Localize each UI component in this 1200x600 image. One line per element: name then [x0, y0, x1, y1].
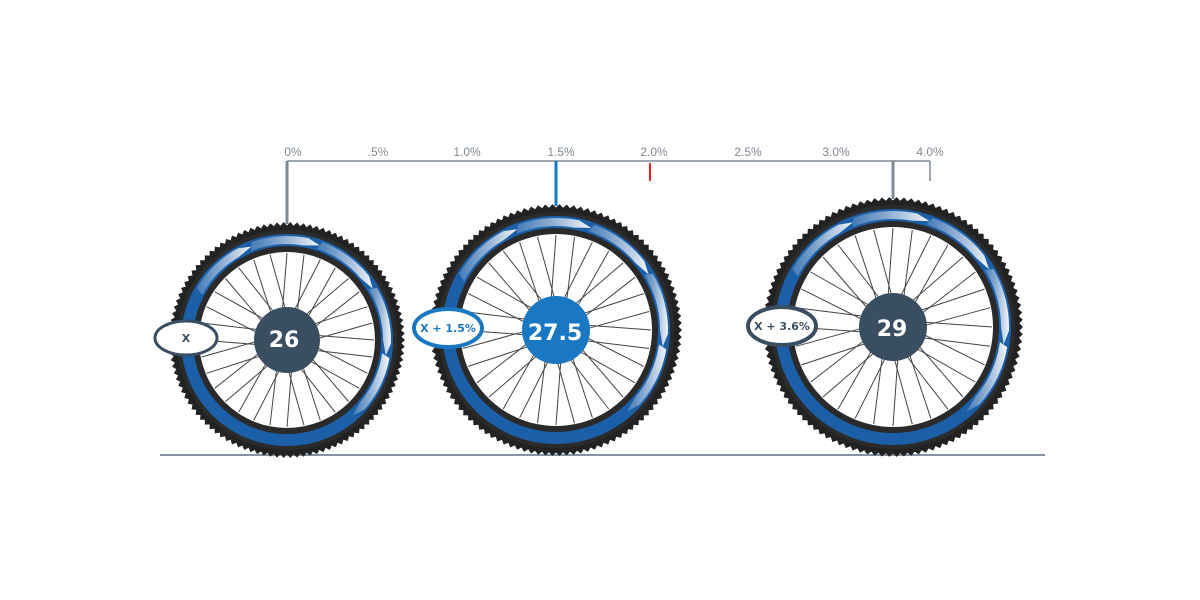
rotation-arrow-icon: [644, 274, 668, 347]
rotation-arrow-icon: [792, 222, 853, 277]
tick-label: 1.0%: [453, 145, 481, 159]
hub: [522, 296, 590, 364]
wheel-26: [169, 222, 405, 458]
rotation-arrow-icon: [316, 242, 373, 289]
bubble-label: X + 3.6%: [754, 320, 810, 333]
tick-label: 2.5%: [734, 145, 762, 159]
wheel-size-label: 27.5: [528, 321, 582, 346]
tick-label: .5%: [368, 145, 389, 159]
bubble-label: X + 1.5%: [420, 322, 476, 335]
percentage-scale: 0% .5% 1.0% 1.5% 2.0% 2.5% 3.0% 4.0%: [284, 145, 944, 181]
rotation-arrow-icon: [459, 229, 518, 282]
tick-label: 4.0%: [916, 145, 944, 159]
circumference-bubble: X + 3.6%: [746, 305, 818, 347]
rotation-arrow-icon: [926, 218, 989, 270]
tick-label: 2.0%: [640, 145, 668, 159]
circumference-bubble: X: [153, 319, 219, 357]
rotation-arrow-icon: [251, 236, 320, 251]
tick-label: 3.0%: [822, 145, 850, 159]
rotation-arrow-icon: [368, 288, 391, 356]
tick-label: 1.5%: [547, 145, 575, 159]
wheel-size-label: 26: [269, 328, 300, 353]
hub: [859, 293, 927, 361]
rotation-arrow-icon: [517, 218, 592, 234]
rotation-arrow-icon: [966, 342, 1008, 412]
tick-label: 0%: [284, 145, 302, 159]
rotation-arrow-icon: [626, 344, 667, 412]
hub: [254, 307, 320, 373]
wheel-size-label: 29: [877, 317, 908, 342]
rotation-arrow-icon: [196, 246, 252, 295]
wheel-29: [763, 197, 1023, 457]
wheel-27-5: [430, 204, 682, 456]
bubble-label: X: [182, 332, 191, 345]
rotation-arrow-icon: [984, 269, 1009, 345]
rotation-arrow-icon: [352, 353, 390, 416]
circumference-bubble: X + 1.5%: [412, 307, 484, 349]
rotation-arrow-icon: [852, 211, 930, 227]
rotation-arrow-icon: [588, 224, 649, 275]
